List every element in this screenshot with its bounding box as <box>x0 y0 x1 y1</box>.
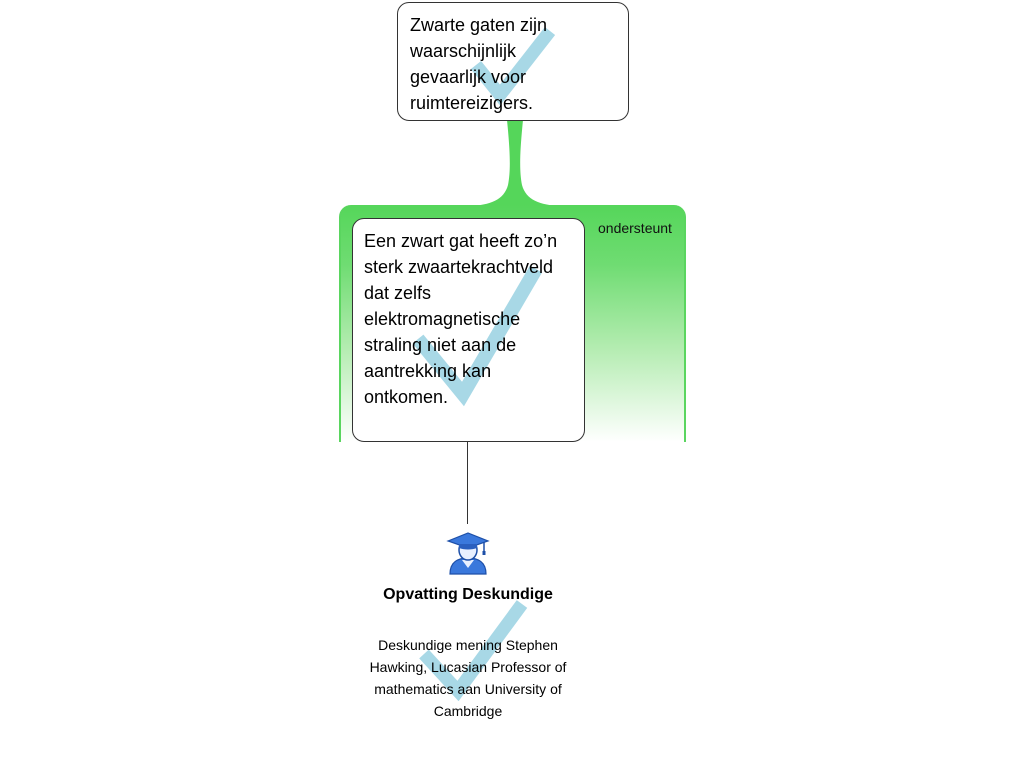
graduate-expert-icon[interactable] <box>446 530 490 576</box>
claim-text: Zwarte gaten zijn waarschijnlijk gevaarl… <box>410 15 548 113</box>
evidence-description: Deskundige mening Stephen Hawking, Lucas… <box>369 637 567 719</box>
claim-node[interactable]: Zwarte gaten zijn waarschijnlijk gevaarl… <box>397 2 629 121</box>
reason-node[interactable]: Een zwart gat heeft zo’n sterk zwaartekr… <box>352 218 585 442</box>
reason-text: Een zwart gat heeft zo’n sterk zwaartekr… <box>364 231 558 407</box>
relation-label: ondersteunt <box>598 220 672 236</box>
evidence-connector <box>467 442 468 524</box>
evidence-title: Opvatting Deskundige <box>383 586 553 603</box>
